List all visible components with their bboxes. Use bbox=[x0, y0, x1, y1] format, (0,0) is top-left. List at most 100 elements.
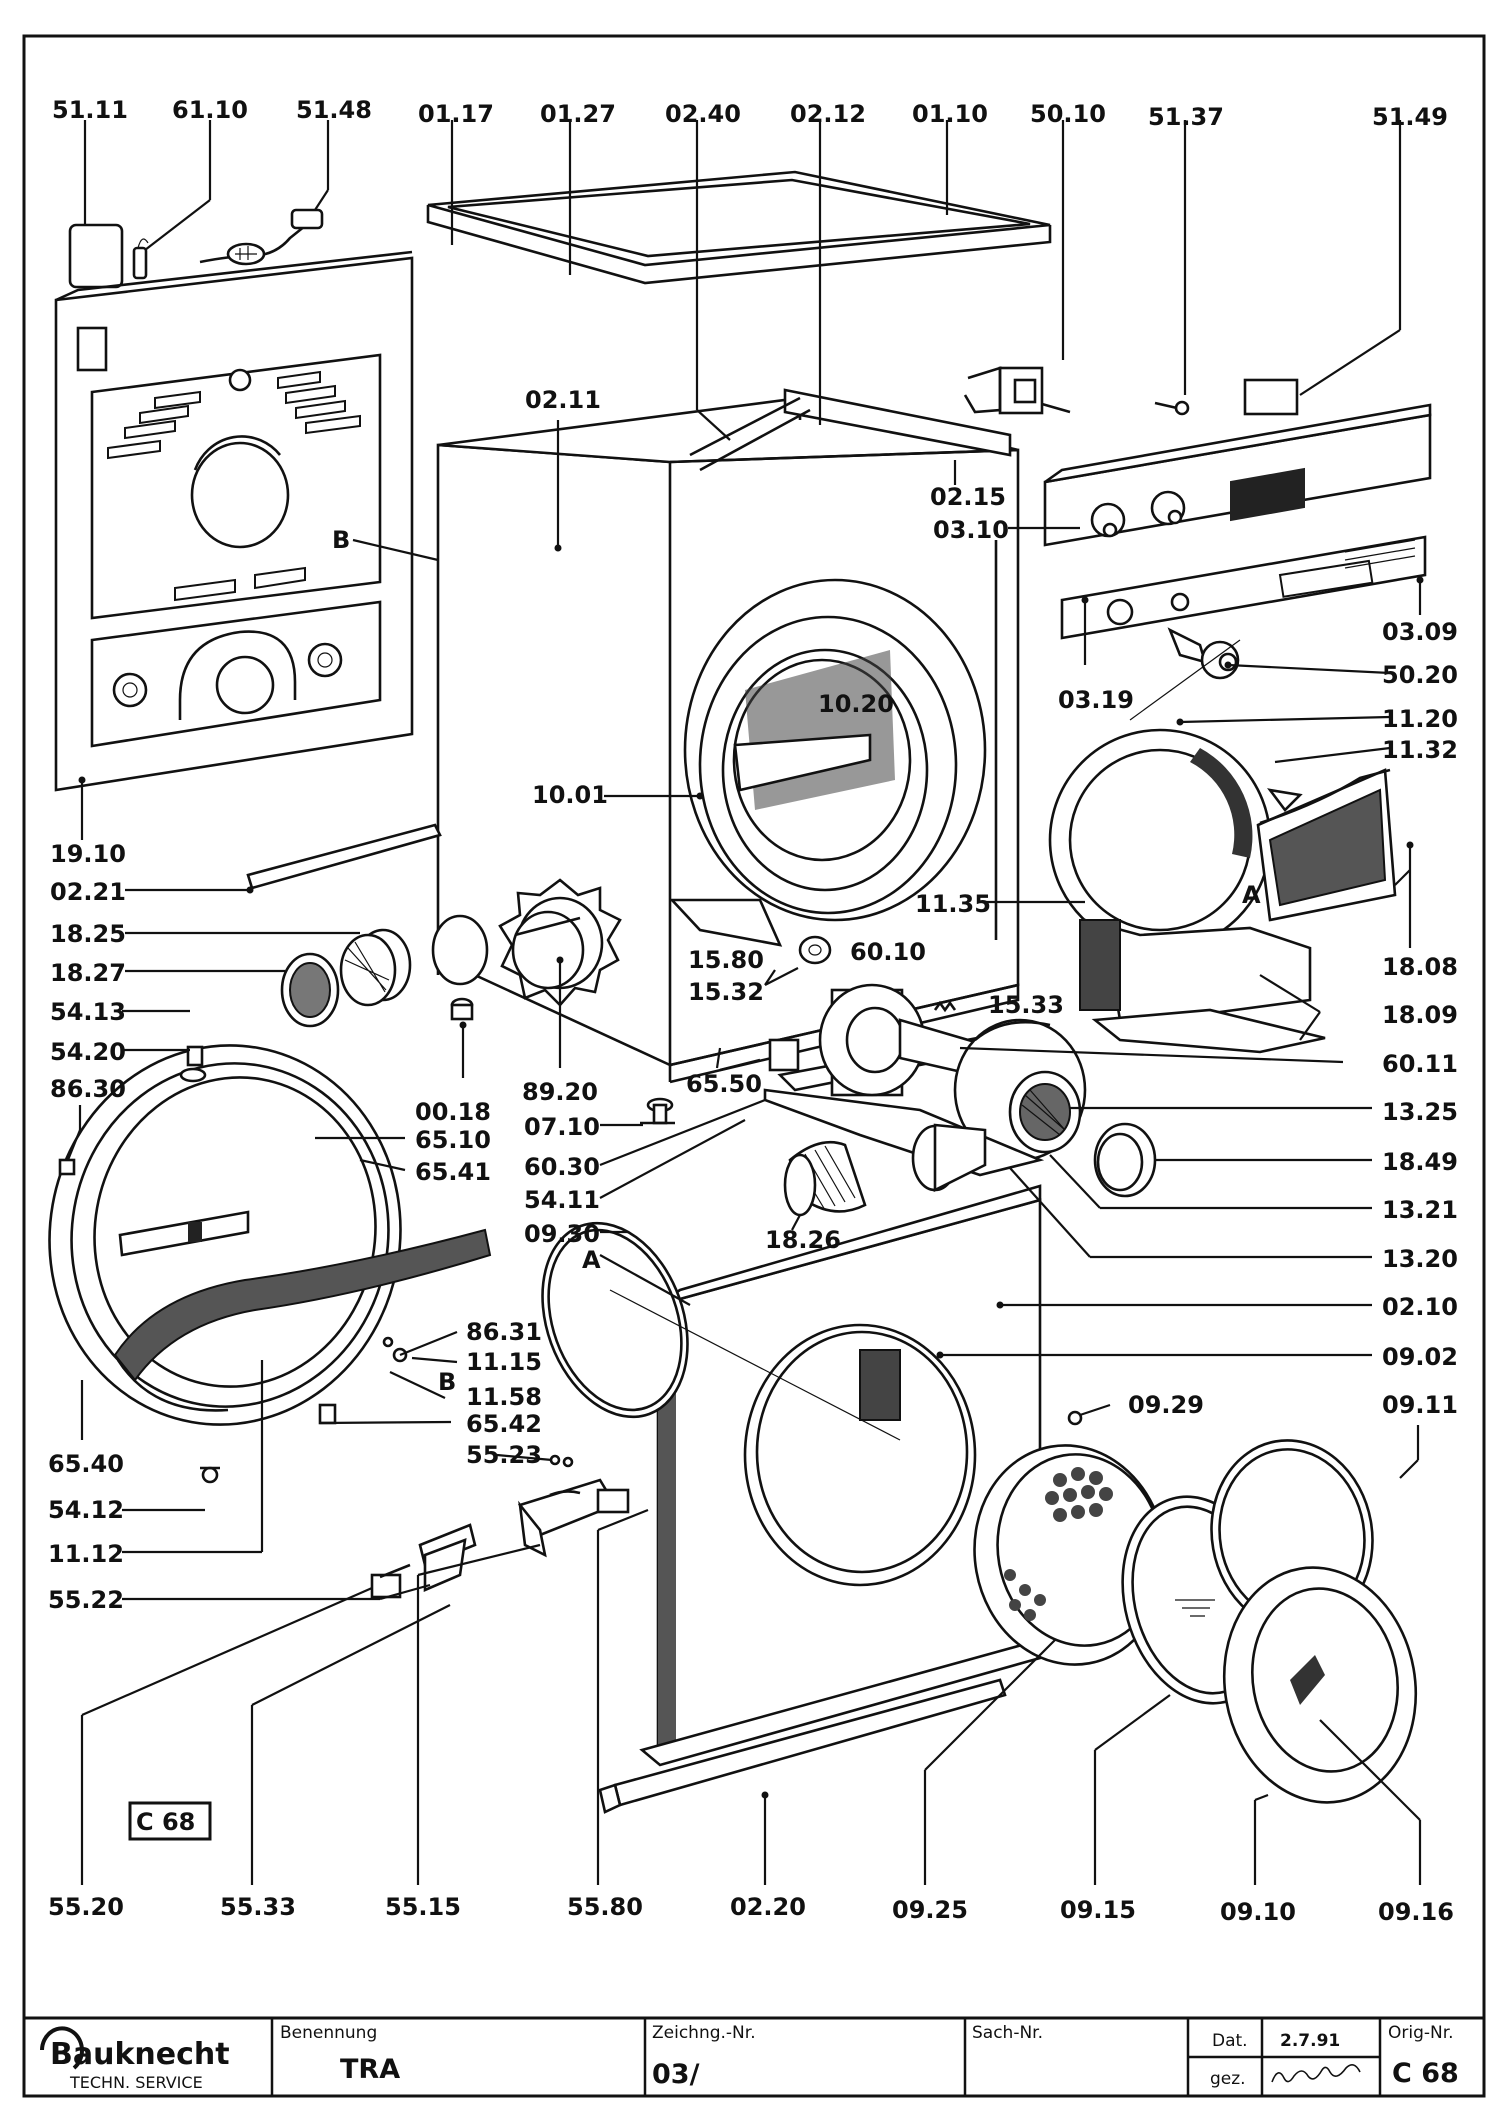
label-07-10: 07.10 bbox=[524, 1113, 600, 1141]
title-block: Bauknecht TECHN. SERVICE Benennung TRA Z… bbox=[22, 2016, 1486, 2098]
label-13-20: 13.20 bbox=[1382, 1245, 1458, 1273]
label-65-42: 65.42 bbox=[466, 1410, 542, 1438]
label-b-lower: B bbox=[438, 1368, 456, 1396]
label-11-12: 11.12 bbox=[48, 1540, 124, 1568]
label-10-01: 10.01 bbox=[532, 781, 608, 809]
orig-value: C 68 bbox=[1392, 2058, 1459, 2089]
label-60-10: 60.10 bbox=[850, 938, 926, 966]
label-03-10: 03.10 bbox=[933, 516, 1009, 544]
label-65-40: 65.40 bbox=[48, 1450, 124, 1478]
part-drawings bbox=[48, 170, 1432, 1814]
sach-label: Sach-Nr. bbox=[972, 2023, 1043, 2043]
filter-holder bbox=[1091, 1008, 1326, 1054]
relay-part bbox=[1243, 378, 1299, 416]
label-54-11: 54.11 bbox=[524, 1186, 600, 1214]
star-gasket bbox=[498, 878, 622, 1007]
label-11-15: 11.15 bbox=[466, 1348, 542, 1376]
c68-marker-box: C 68 bbox=[128, 1801, 212, 1841]
label-09-25: 09.25 bbox=[892, 1896, 968, 1924]
dat-label: Dat. bbox=[1212, 2031, 1248, 2051]
label-09-10: 09.10 bbox=[1220, 1898, 1296, 1926]
part-number-labels: 51.11 61.10 51.48 01.17 01.27 02.40 02.1… bbox=[48, 96, 1458, 1926]
fan-ring bbox=[280, 914, 489, 1028]
benennung-value: TRA bbox=[340, 2054, 400, 2085]
control-panel bbox=[1043, 403, 1432, 640]
rod bbox=[246, 823, 442, 890]
gez-label: gez. bbox=[1210, 2069, 1246, 2089]
label-65-50: 65.50 bbox=[686, 1070, 762, 1098]
label-50-20: 50.20 bbox=[1382, 661, 1458, 689]
label-03-19: 03.19 bbox=[1058, 686, 1134, 714]
label-09-15: 09.15 bbox=[1060, 1896, 1136, 1924]
back-wall-panel bbox=[54, 250, 414, 792]
door-seal-ring bbox=[1048, 639, 1312, 1022]
label-02-10: 02.10 bbox=[1382, 1293, 1458, 1321]
label-65-41: 65.41 bbox=[415, 1158, 491, 1186]
label-02-40: 02.40 bbox=[665, 100, 741, 128]
fan-housing bbox=[953, 1018, 1087, 1162]
label-54-12: 54.12 bbox=[48, 1496, 124, 1524]
benennung-label: Benennung bbox=[280, 2023, 377, 2043]
label-18-25: 18.25 bbox=[50, 920, 126, 948]
label-a-right: A bbox=[1242, 881, 1261, 909]
timer-knob bbox=[1167, 627, 1240, 680]
label-15-33: 15.33 bbox=[988, 991, 1064, 1019]
label-11-35: 11.35 bbox=[915, 890, 991, 918]
orig-label: Orig-Nr. bbox=[1388, 2023, 1454, 2043]
bottom-rail bbox=[598, 1678, 1007, 1814]
label-18-08: 18.08 bbox=[1382, 953, 1458, 981]
motor-pulley bbox=[798, 935, 832, 965]
spring-15-33 bbox=[933, 1000, 957, 1013]
capacitor bbox=[719, 1038, 800, 1072]
control-switch-box bbox=[68, 223, 124, 289]
label-86-31: 86.31 bbox=[466, 1318, 542, 1346]
label-09-11: 09.11 bbox=[1382, 1391, 1458, 1419]
bauknecht-logo: Bauknecht TECHN. SERVICE bbox=[40, 2026, 230, 2092]
leader-dots bbox=[78, 544, 1424, 1799]
label-51-37: 51.37 bbox=[1148, 103, 1224, 131]
label-61-10: 61.10 bbox=[172, 96, 248, 124]
label-a-left: A bbox=[582, 1246, 601, 1274]
label-51-11: 51.11 bbox=[52, 96, 128, 124]
label-09-16: 09.16 bbox=[1378, 1898, 1454, 1926]
label-51-49: 51.49 bbox=[1372, 103, 1448, 131]
timer-switch bbox=[963, 366, 1071, 415]
label-10-20: 10.20 bbox=[818, 690, 894, 718]
label-02-11: 02.11 bbox=[525, 386, 601, 414]
drum bbox=[669, 578, 987, 947]
label-02-20: 02.20 bbox=[730, 1893, 806, 1921]
label-55-22: 55.22 bbox=[48, 1586, 124, 1614]
label-65-10: 65.10 bbox=[415, 1126, 491, 1154]
cabinet-body bbox=[436, 388, 1020, 1068]
fluff-filter bbox=[1256, 768, 1397, 922]
brand-subtitle: TECHN. SERVICE bbox=[69, 2073, 203, 2092]
label-55-23: 55.23 bbox=[466, 1441, 542, 1469]
label-55-80: 55.80 bbox=[567, 1893, 643, 1921]
brand-name: Bauknecht bbox=[50, 2037, 230, 2072]
label-50-10: 50.10 bbox=[1030, 100, 1106, 128]
label-11-58: 11.58 bbox=[466, 1383, 542, 1411]
label-02-21: 02.21 bbox=[50, 878, 126, 906]
label-54-13: 54.13 bbox=[50, 998, 126, 1026]
door-switch-parts bbox=[370, 1454, 630, 1599]
zeichng-label: Zeichng.-Nr. bbox=[652, 2023, 756, 2043]
felt-seal-strip bbox=[113, 1228, 492, 1412]
signature bbox=[1271, 2064, 1361, 2083]
label-19-10: 19.10 bbox=[50, 840, 126, 868]
screw-07-10 bbox=[640, 1097, 675, 1125]
small-parts-left bbox=[58, 1045, 408, 1484]
door-frame bbox=[1222, 1566, 1418, 1804]
label-00-18: 00.18 bbox=[415, 1098, 491, 1126]
label-55-15: 55.15 bbox=[385, 1893, 461, 1921]
label-13-21: 13.21 bbox=[1382, 1196, 1458, 1224]
label-01-10: 01.10 bbox=[912, 100, 988, 128]
label-18-27: 18.27 bbox=[50, 959, 126, 987]
label-55-33: 55.33 bbox=[220, 1893, 296, 1921]
label-13-25: 13.25 bbox=[1382, 1098, 1458, 1126]
label-b-upper: B bbox=[332, 526, 350, 554]
label-60-11: 60.11 bbox=[1382, 1050, 1458, 1078]
label-01-27: 01.27 bbox=[540, 100, 616, 128]
label-01-17: 01.17 bbox=[418, 100, 494, 128]
label-02-15: 02.15 bbox=[930, 483, 1006, 511]
